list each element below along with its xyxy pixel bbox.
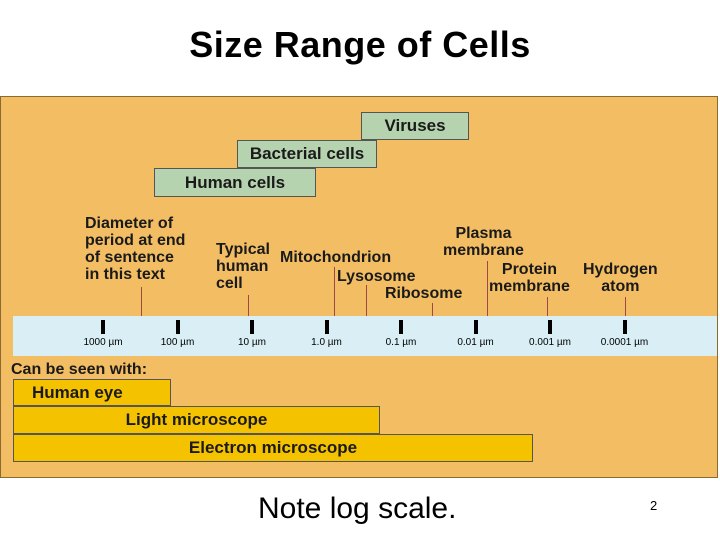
note-text: Note log scale. — [258, 492, 457, 525]
scale-tick-label: 0.001 µm — [529, 337, 571, 348]
scale-tick-label: 1.0 µm — [311, 337, 342, 348]
scale-tick-label: 100 µm — [160, 337, 195, 348]
scale-tick-label: 0.01 µm — [457, 337, 494, 348]
viruses-label: Viruses — [384, 116, 446, 135]
bacterial-cells-bar: Bacterial cells — [237, 140, 377, 168]
protein-membrane-leader — [547, 297, 548, 317]
light-microscope-bar: Light microscope — [13, 406, 380, 434]
electron-microscope-bar: Electron microscope — [13, 434, 533, 462]
scale-tick-mark — [101, 320, 105, 334]
human-eye-label: Human eye — [32, 382, 123, 402]
scale-tick-mark — [175, 320, 180, 334]
log-scale-ruler: 1000 µm 100 µm 10 µm 1.0 µm 0.1 µm 0.01 µm 0.0… — [13, 316, 717, 356]
scale-tick-label: 10 µm — [238, 337, 266, 348]
scale-tick-mark — [473, 320, 478, 334]
ribosome-label: Ribosome — [385, 285, 463, 302]
electron-microscope-label: Electron microscope — [188, 438, 358, 457]
scale-tick-label: 0.1 µm — [385, 337, 417, 348]
viruses-bar: Viruses — [361, 112, 469, 140]
scale-tick-mark — [548, 320, 552, 334]
human-eye-bar: Human eye — [13, 379, 171, 406]
page-number: 2 — [650, 498, 658, 513]
human-cell-leader — [248, 295, 249, 317]
scale-tick-mark — [324, 320, 329, 334]
hydrogen-atom-leader — [625, 297, 626, 317]
scale-tick-mark — [622, 320, 627, 334]
light-microscope-label: Light microscope — [125, 410, 268, 429]
bacterial-cells-label: Bacterial cells — [249, 144, 365, 163]
slide-title: Size Range of Cells — [189, 24, 531, 65]
scale-tick-mark — [399, 320, 403, 334]
scale-tick-label: 0.0001 µm — [600, 337, 649, 348]
mitochondrion-leader — [334, 267, 335, 317]
can-be-seen-with-label: Can be seen with: — [11, 361, 148, 378]
mitochondrion-label: Mitochondrion — [280, 249, 392, 266]
lysosome-label: Lysosome — [337, 268, 416, 285]
scale-tick-label: 1000 µm — [83, 337, 123, 348]
period-leader — [141, 287, 142, 317]
scale-tick-mark — [250, 320, 254, 334]
ribosome-leader — [432, 303, 433, 317]
human-cells-label: Human cells — [184, 172, 286, 192]
plasma-membrane-leader — [487, 261, 488, 317]
diagram-panel: Viruses Bacterial cells Human cells Diam… — [0, 96, 718, 478]
human-cells-bar: Human cells — [154, 168, 316, 197]
lysosome-leader — [366, 285, 367, 317]
